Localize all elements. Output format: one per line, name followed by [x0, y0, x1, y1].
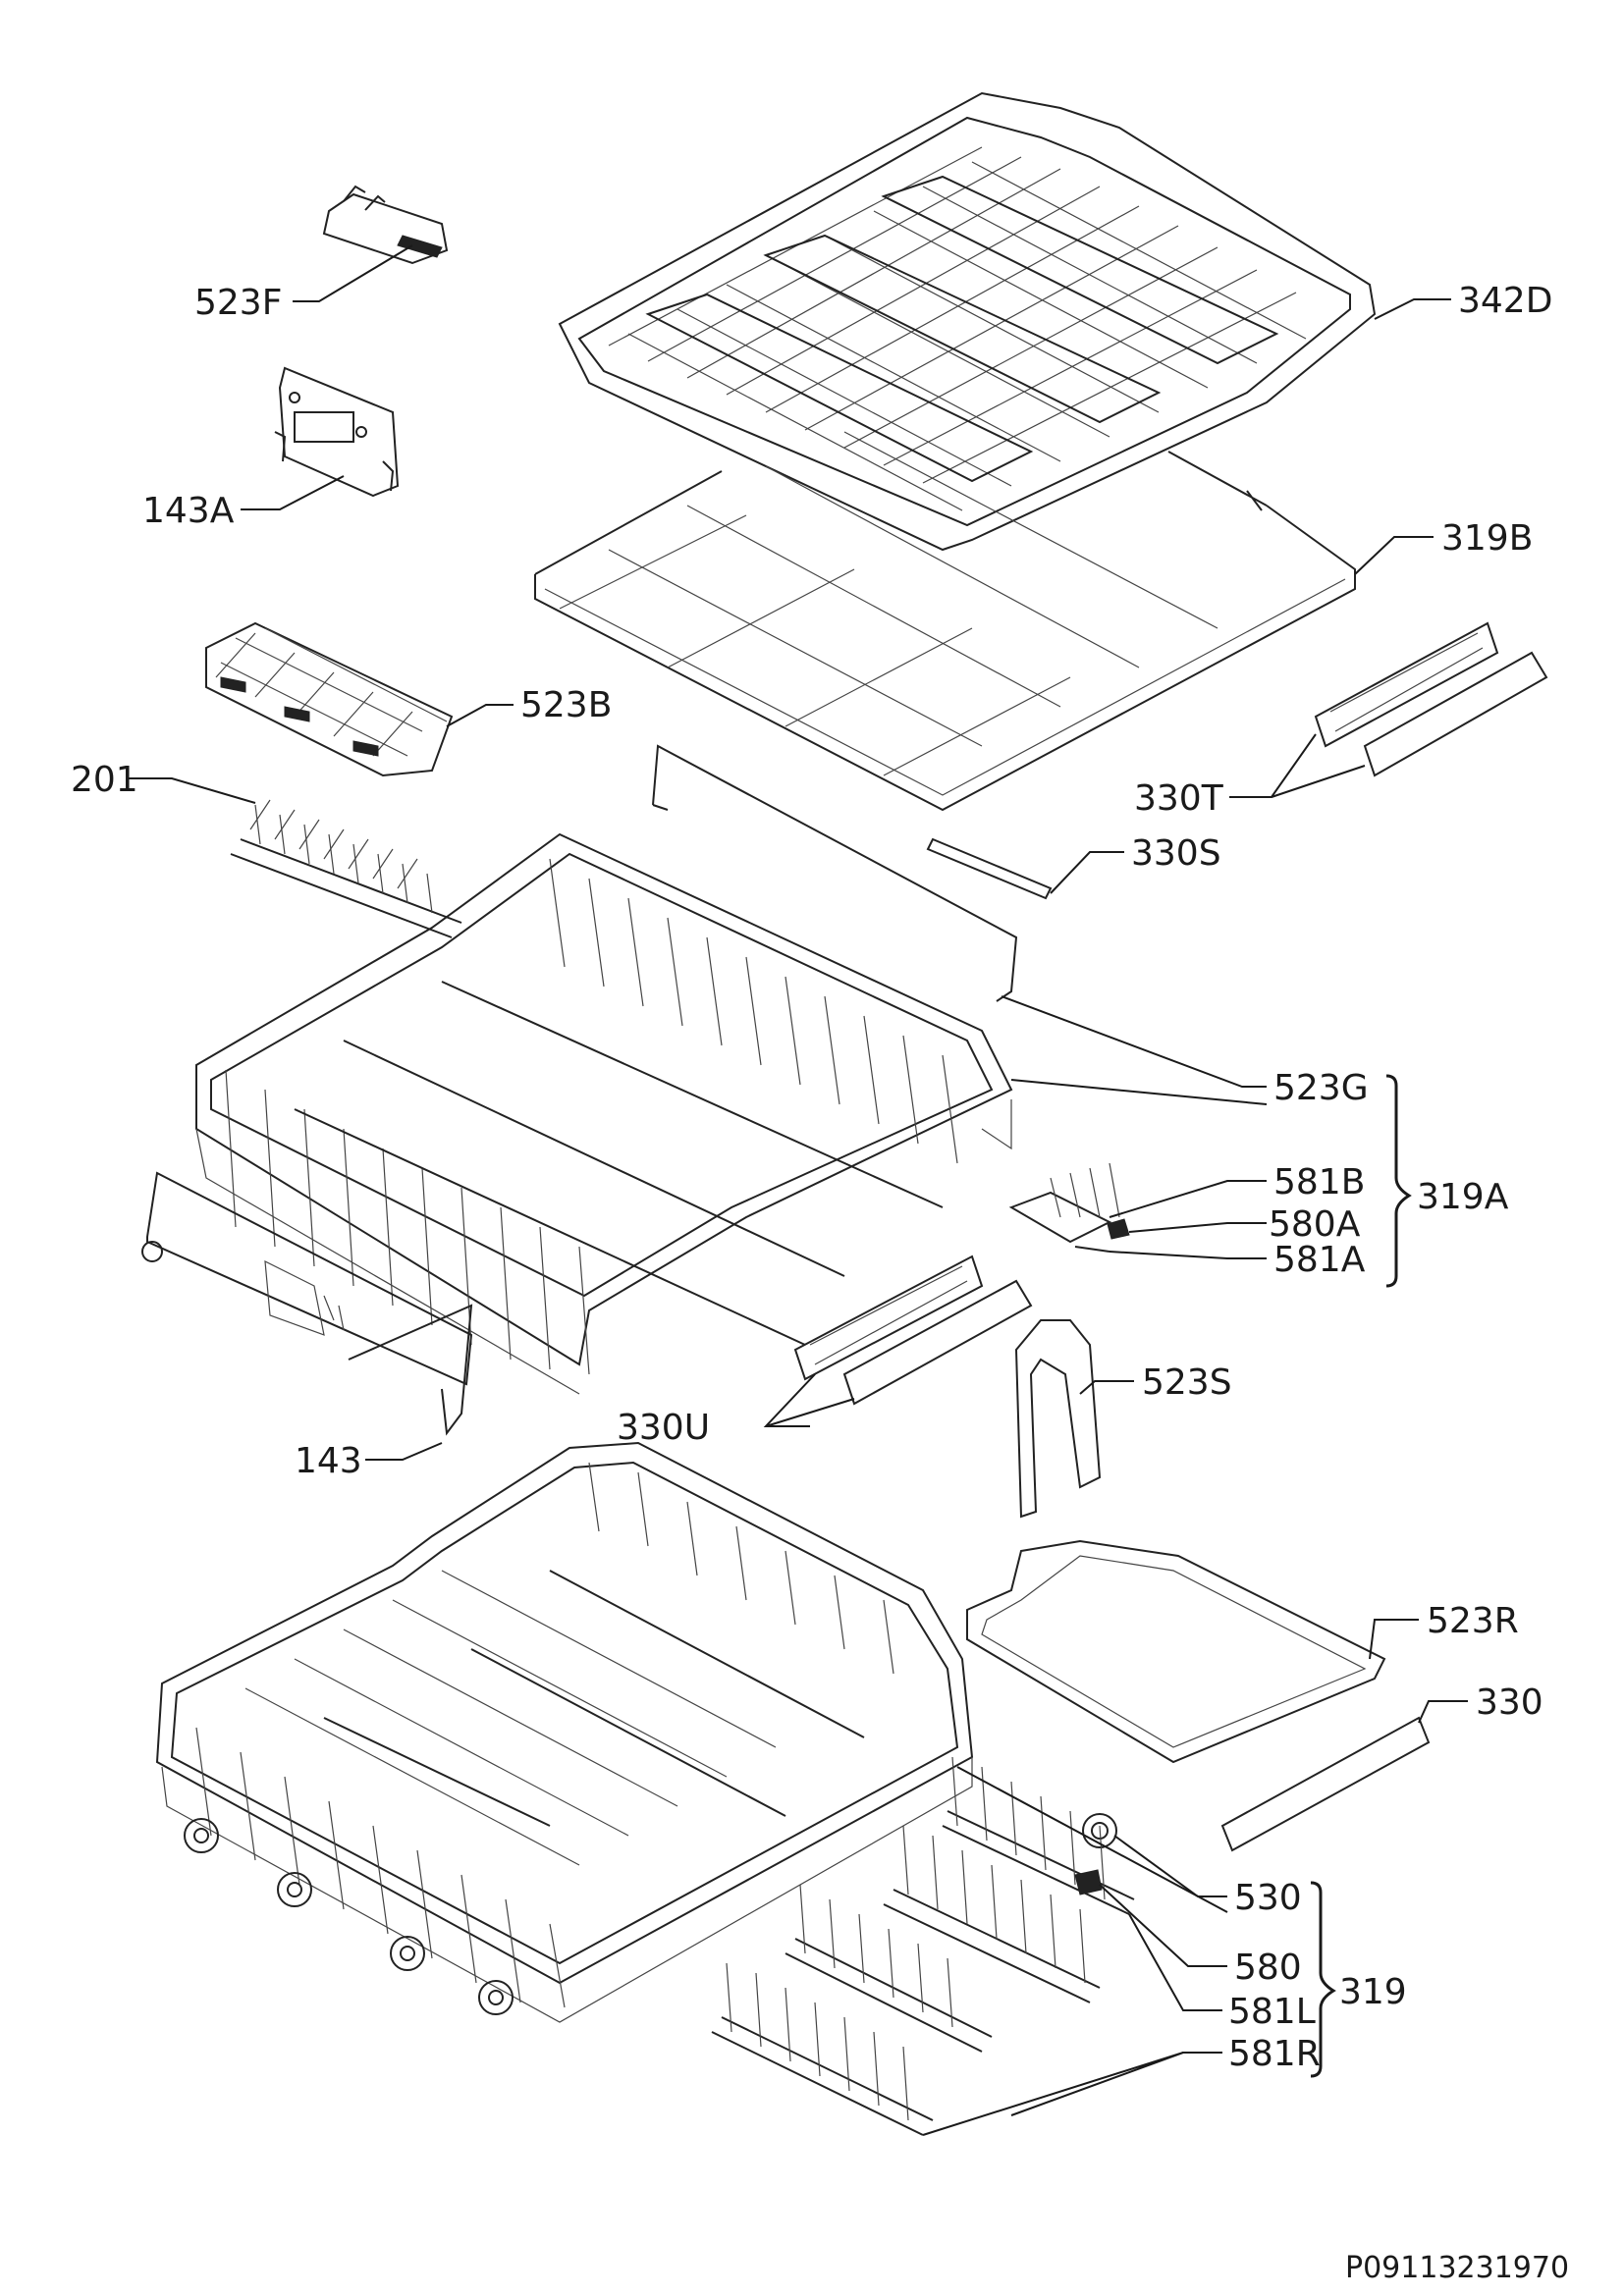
part-lower-basket-drawing [155, 1441, 974, 2023]
label-523S: 523S [1142, 1362, 1232, 1403]
label-143A: 143A [142, 491, 235, 531]
drawing-code: P09113231970 [1345, 2251, 1569, 2285]
label-580: 580 [1234, 1948, 1302, 1988]
label-581B: 581B [1273, 1162, 1365, 1202]
part-523R-frame-drawing [966, 1539, 1386, 1764]
label-581L: 581L [1228, 1992, 1316, 2032]
part-330T-rail-drawing [1314, 621, 1548, 777]
part-523F-clip-drawing [322, 185, 449, 265]
label-319A: 319A [1417, 1177, 1509, 1217]
part-523S-handle-drawing [1014, 1319, 1102, 1519]
label-330U: 330U [617, 1408, 710, 1448]
label-581A: 581A [1273, 1240, 1366, 1280]
label-523F: 523F [194, 283, 282, 323]
part-330U-rail-drawing [793, 1255, 1033, 1406]
label-530: 530 [1234, 1878, 1302, 1918]
part-342D-cutlery-tray-drawing [558, 91, 1377, 552]
part-523B-insert-drawing [205, 621, 454, 777]
label-580A: 580A [1269, 1204, 1361, 1245]
label-201: 201 [71, 760, 138, 800]
label-523B: 523B [520, 685, 612, 725]
brace-319A [1385, 1074, 1412, 1288]
part-143-rail-drawing [141, 1171, 473, 1436]
part-523G-handle-drawing [652, 744, 1018, 1002]
brace-319 [1310, 1881, 1336, 2078]
part-201-spike-insert-drawing [230, 799, 462, 938]
label-523R: 523R [1427, 1601, 1519, 1641]
label-319B: 319B [1441, 518, 1533, 559]
part-581B-580A-581A-drawing [1008, 1162, 1130, 1253]
label-523G: 523G [1273, 1068, 1369, 1108]
part-upper-basket-drawing [195, 832, 1013, 1395]
part-330S-slide-drawing [926, 837, 1053, 900]
leader-lines [128, 244, 1468, 2136]
label-319: 319 [1339, 1972, 1407, 2012]
part-330-slide-drawing [1220, 1716, 1431, 1852]
label-330S: 330S [1131, 833, 1221, 874]
part-319B-frame-drawing [534, 431, 1356, 812]
label-581R: 581R [1228, 2034, 1321, 2074]
part-143A-bracket-drawing [274, 366, 400, 498]
part-530-wheel-drawing [1082, 1813, 1117, 1848]
part-580-581L-581R-drawing [711, 1756, 1135, 2136]
label-330: 330 [1476, 1682, 1543, 1723]
label-330T: 330T [1134, 778, 1224, 819]
label-143: 143 [295, 1441, 362, 1481]
label-342D: 342D [1458, 281, 1552, 321]
